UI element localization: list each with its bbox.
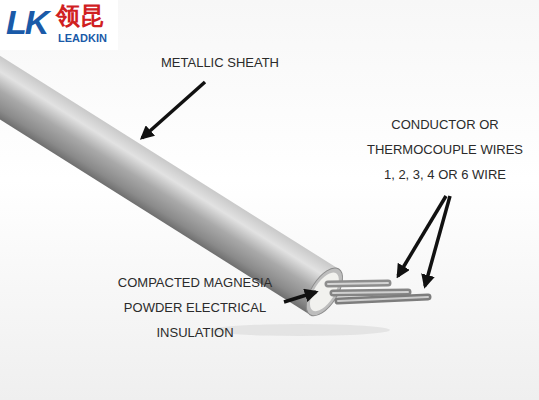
part-label: COMPACTED MAGNESIA POWDER ELECTRICAL INS… [100, 270, 290, 345]
logo-text: LEADKIN [58, 31, 107, 45]
leader-arrow [425, 196, 450, 286]
logo-mark: LK [6, 2, 47, 42]
shadow [210, 324, 390, 336]
logo-ground [0, 0, 118, 50]
part-label: CONDUCTOR OR THERMOCOUPLE WIRES 1, 2, 3,… [360, 112, 530, 187]
leader-arrow [284, 292, 316, 302]
logo-chinese: 领昆 [56, 2, 104, 30]
part-label: METALLIC SHEATH [150, 50, 290, 75]
conductor-wires [328, 283, 428, 301]
leader-arrow [142, 82, 205, 138]
